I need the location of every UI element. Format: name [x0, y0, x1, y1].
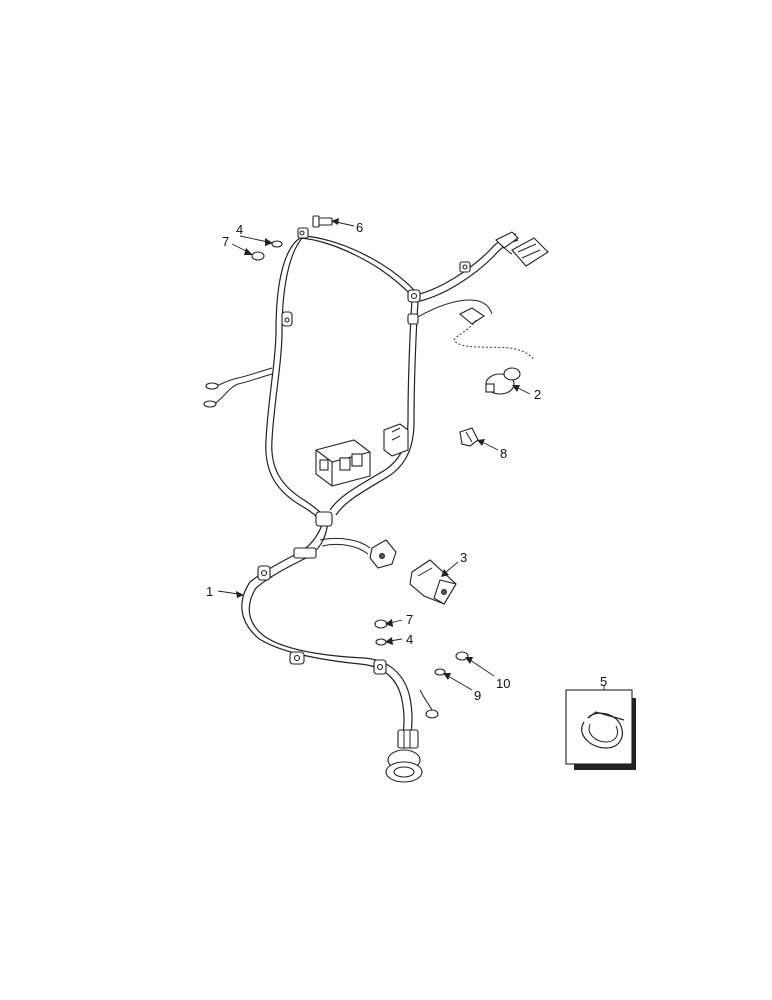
- callout-7-top: 7: [222, 234, 229, 249]
- callout-4-lower: 4: [406, 632, 413, 647]
- washer-item-4-top: [271, 240, 283, 248]
- bolt-item-6: [312, 215, 333, 228]
- callout-2: 2: [534, 387, 541, 402]
- callout-9: 9: [474, 688, 481, 703]
- nut-item-7-top: [251, 251, 265, 261]
- callout-4-top: 4: [236, 222, 243, 237]
- harness-clips: [257, 227, 471, 675]
- harness-connector-lower: [369, 539, 397, 569]
- ring-terminal: [425, 709, 439, 719]
- callout-10: 10: [496, 676, 510, 691]
- left-sensor-leads: [203, 382, 219, 408]
- washer-item-4-lower: [375, 638, 387, 646]
- callout-3: 3: [460, 550, 467, 565]
- harness-round-connector: [385, 729, 423, 783]
- callout-1: 1: [206, 584, 213, 599]
- connector-item-3: [409, 559, 457, 605]
- harness-connector-right: [383, 423, 409, 457]
- callout-6: 6: [356, 220, 363, 235]
- callout-7-lower: 7: [406, 612, 413, 627]
- callout-8: 8: [500, 446, 507, 461]
- callout-leaders: [217, 218, 605, 691]
- nut-item-10: [455, 651, 469, 661]
- clip-item-8: [459, 427, 479, 447]
- inset-box-item-5: [565, 689, 636, 770]
- pressure-sensor: [453, 307, 535, 395]
- relay-block: [315, 439, 371, 487]
- washer-item-9: [434, 668, 446, 676]
- harness-connector-top-right: [495, 231, 549, 267]
- callout-5: 5: [600, 674, 607, 689]
